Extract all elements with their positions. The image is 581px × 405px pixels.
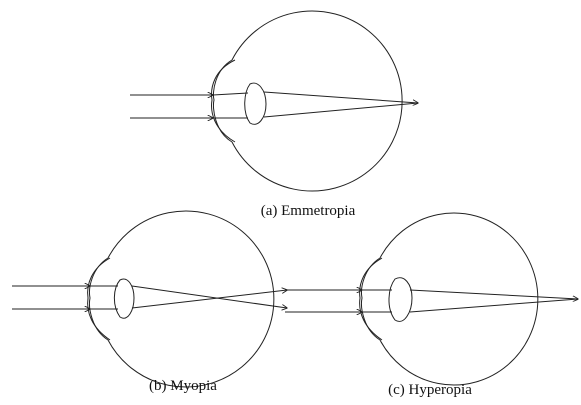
ray-a-bottom-converge	[263, 102, 419, 118]
lens-b	[113, 278, 135, 319]
caption-emmetropia: (a) Emmetropia	[261, 203, 356, 219]
cornea-b	[87, 257, 111, 341]
eyeball-a	[213, 10, 403, 192]
panel-hyperopia: (c) Hyperopia	[285, 212, 579, 398]
ray-b-bottom-cross	[131, 290, 287, 309]
panel-emmetropia: (a) Emmetropia	[130, 10, 419, 219]
ray-b-top-cross	[131, 285, 287, 308]
eyeball-c	[361, 212, 539, 386]
lens-c	[388, 277, 413, 322]
caption-myopia: (b) Myopia	[149, 378, 217, 394]
ray-c-bottom-converge	[409, 298, 579, 313]
cornea-a	[211, 59, 236, 143]
lens-a	[244, 82, 267, 125]
cornea-c	[359, 257, 383, 341]
panel-myopia: (b) Myopia	[12, 210, 287, 394]
ray-c-top-converge	[409, 289, 578, 299]
caption-hyperopia: (c) Hyperopia	[388, 382, 472, 398]
ray-a-top-converge	[263, 91, 418, 103]
ray-a-top-cornea	[212, 92, 249, 96]
